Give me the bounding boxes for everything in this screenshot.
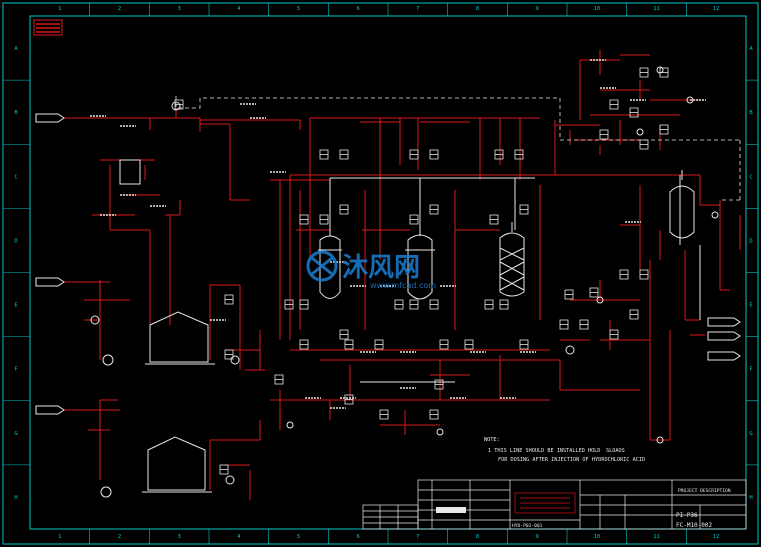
project-name: PROJECT DESCRIPTION xyxy=(678,488,731,494)
column-label: 10 xyxy=(594,534,601,540)
drawing-notes: NOTE: 1 THIS LINE SHOULD BE INSTALLED HO… xyxy=(484,437,645,463)
reactor-2 xyxy=(405,225,435,300)
instrument-tags xyxy=(174,67,669,475)
column-label: 9 xyxy=(536,6,539,12)
watermark-brand: 沐风网 xyxy=(342,253,420,283)
note-line2-left: FOR DOSING AFTER INJECTION OF xyxy=(498,457,589,463)
reactor-1 xyxy=(318,225,342,299)
job-code: HYD-P02-001 xyxy=(512,523,543,529)
site-watermark: 沐风网 www.mfcad.com xyxy=(306,250,436,290)
row-label: A xyxy=(749,46,753,52)
row-label: G xyxy=(14,431,17,437)
column-label: 11 xyxy=(653,6,660,12)
equipment xyxy=(35,66,741,498)
column-label: 6 xyxy=(357,534,360,540)
column-label: 2 xyxy=(118,534,121,540)
process-lines xyxy=(64,50,741,500)
row-label: D xyxy=(14,238,17,244)
row-label: B xyxy=(14,110,18,116)
row-label: G xyxy=(749,431,752,437)
column-label: 7 xyxy=(416,6,419,12)
small-drum xyxy=(119,159,141,185)
note-line1-left: 1 THIS LINE SHOULD BE INSTALLED HOLD xyxy=(488,448,600,454)
column-label: 4 xyxy=(237,6,241,12)
pump-2 xyxy=(100,486,112,498)
column-label: 5 xyxy=(297,6,300,12)
storage-tank-1 xyxy=(145,311,215,365)
row-label: E xyxy=(14,303,17,309)
row-label: C xyxy=(749,174,752,180)
row-label: H xyxy=(14,495,17,501)
line-legend xyxy=(33,19,63,36)
line-number-labels xyxy=(90,59,706,409)
pump-3 xyxy=(565,345,575,355)
column-label: 10 xyxy=(594,6,601,12)
column-label: 2 xyxy=(118,6,121,12)
sheet-code: FC-M10-002 xyxy=(676,522,713,529)
storage-tank-2 xyxy=(142,436,212,493)
column-label: 9 xyxy=(536,534,539,540)
column-label: 1 xyxy=(58,534,61,540)
column-label: 4 xyxy=(237,534,241,540)
notes-heading: NOTE: xyxy=(484,437,500,443)
column-label: 1 xyxy=(58,6,61,12)
note-line1-right: SLOAOS xyxy=(606,448,625,454)
row-label: D xyxy=(749,238,752,244)
packed-column xyxy=(499,222,525,297)
row-label: H xyxy=(749,495,752,501)
drawing-number: PI-P36 xyxy=(676,512,698,519)
column-label: 12 xyxy=(713,534,720,540)
title-block xyxy=(362,479,747,530)
column-label: 5 xyxy=(297,534,300,540)
row-label: E xyxy=(749,303,752,309)
title-block-text: PROJECT DESCRIPTION HYD-P02-001 PI-P36 F… xyxy=(512,488,731,529)
row-label: B xyxy=(749,110,753,116)
column-label: 11 xyxy=(653,534,660,540)
column-label: 8 xyxy=(476,534,479,540)
separator-vessel xyxy=(669,170,695,239)
pump-1 xyxy=(102,354,114,366)
column-label: 7 xyxy=(416,534,419,540)
watermark-url: www.mfcad.com xyxy=(370,281,436,290)
column-label: 3 xyxy=(178,534,181,540)
column-label: 3 xyxy=(178,6,181,12)
row-labels: A A B B C C D D E E F F G G H H xyxy=(3,46,758,501)
row-label: F xyxy=(14,367,17,373)
column-label: 6 xyxy=(357,6,360,12)
note-line2-right: HYDROCHLORIC ACID xyxy=(592,457,645,463)
row-label: A xyxy=(14,46,18,52)
watermark-logo-icon xyxy=(306,250,338,282)
row-label: C xyxy=(14,174,17,180)
dashed-lines xyxy=(175,96,741,201)
column-label: 8 xyxy=(476,6,479,12)
column-label: 12 xyxy=(713,6,720,12)
row-label: F xyxy=(749,367,752,373)
